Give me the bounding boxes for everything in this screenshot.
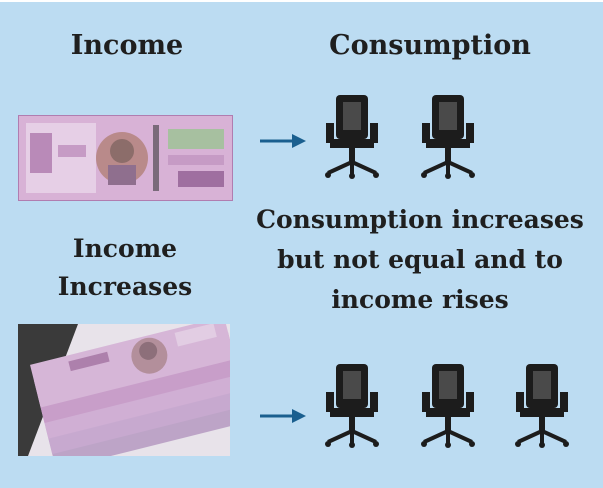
consumption-note-line-1: Consumption increases [256,205,584,234]
income-increases-line-1: Income [72,234,178,263]
office-chair-icon [325,364,379,448]
income-increases-label: Income Increases [40,230,210,306]
income-increases-line-2: Increases [57,272,193,301]
arrow-right-icon [260,409,306,423]
consumption-note-line-3: income rises [331,285,509,314]
banknote-bundle-icon [18,324,230,456]
office-chair-icon [421,364,475,448]
banknote-icon [18,115,233,201]
consumption-increases-label: Consumption increases but not equal and … [250,200,590,320]
office-chair-icon [325,95,379,179]
office-chair-icon [515,364,569,448]
arrow-right-icon [260,134,306,148]
consumption-heading: Consumption [329,30,531,61]
income-heading: Income [70,30,184,61]
office-chair-icon [421,95,475,179]
consumption-note-line-2: but not equal and to [277,245,563,274]
